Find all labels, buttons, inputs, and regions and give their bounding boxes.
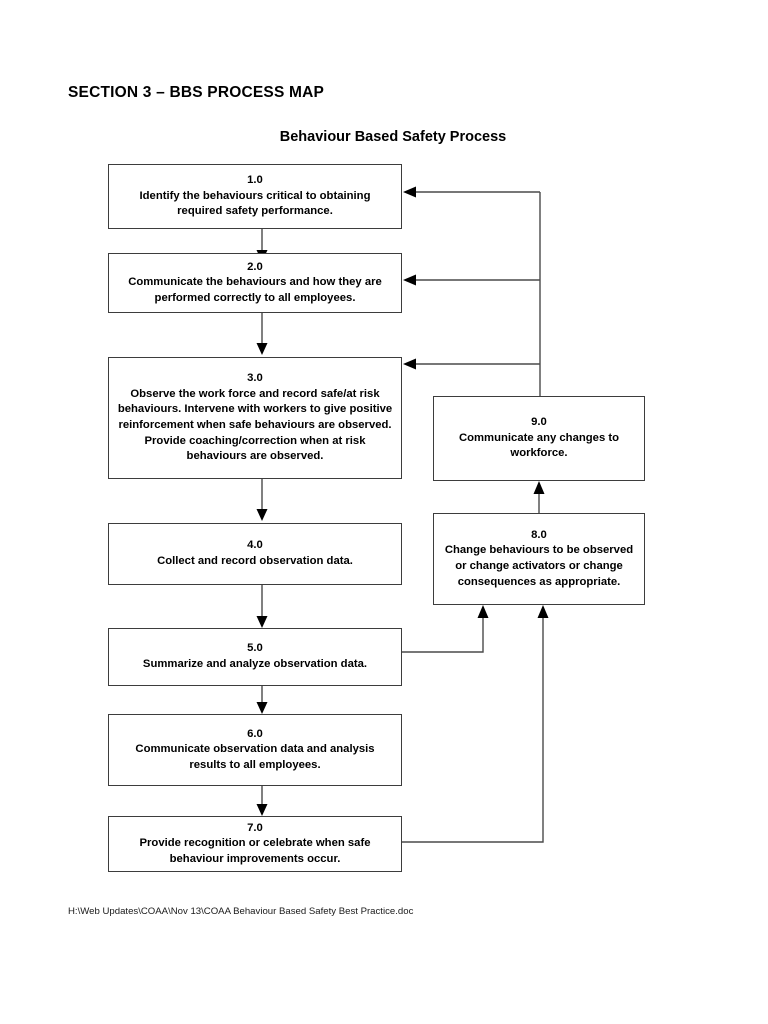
process-box-3-number: 3.0 [247,372,263,385]
process-box-6-text: Communicate observation data and analysi… [135,743,375,771]
process-box-4-number: 4.0 [247,539,263,552]
edge-5-to-6 [256,686,268,714]
edge-7-to-8 [402,605,549,843]
footer-file-path: H:\Web Updates\COAA\Nov 13\COAA Behaviou… [68,906,414,917]
edge-9-to-2 [403,274,540,286]
process-box-3[interactable]: 3.0 Observe the work force and record sa… [108,357,402,479]
process-box-5-text: Summarize and analyze observation data. [142,658,368,670]
process-box-7-number: 7.0 [247,821,263,834]
page-title: SECTION 3 – BBS PROCESS MAP [68,84,325,101]
process-box-5-number: 5.0 [247,642,263,655]
edge-2-to-3 [256,313,268,355]
edge-8-to-9 [533,481,545,513]
diagram-title: Behaviour Based Safety Process [279,129,507,145]
process-box-9[interactable]: 9.0 Communicate any changes to workforce… [433,396,645,481]
process-box-8-text: Change behaviours to be observed or chan… [444,544,634,588]
edge-6-to-7 [256,786,268,816]
process-box-6-number: 6.0 [247,727,263,740]
edge-3-to-4 [256,479,268,521]
process-box-8-number: 8.0 [531,528,547,541]
process-box-8[interactable]: 8.0 Change behaviours to be observed or … [433,513,645,605]
process-box-2[interactable]: 2.0 Communicate the behaviours and how t… [108,253,402,313]
process-box-6[interactable]: 6.0 Communicate observation data and ana… [108,714,402,786]
process-box-5[interactable]: 5.0 Summarize and analyze observation da… [108,628,402,686]
process-box-2-text: Communicate the behaviours and how they … [128,276,382,304]
process-box-9-text: Communicate any changes to workforce. [458,431,620,460]
process-box-1-number: 1.0 [247,174,263,187]
process-box-2-number: 2.0 [247,260,263,273]
edge-4-to-5 [256,585,268,628]
process-box-1-text: Identify the behaviours critical to obta… [139,189,371,218]
process-box-9-number: 9.0 [531,416,547,429]
process-box-4-text: Collect and record observation data. [157,555,353,567]
process-box-7-text: Provide recognition or celebrate when sa… [139,837,371,865]
process-box-4[interactable]: 4.0 Collect and record observation data. [108,523,402,585]
edge-9-to-1 [403,186,540,198]
edge-9-to-3 [403,358,540,370]
process-box-1[interactable]: 1.0 Identify the behaviours critical to … [108,164,402,229]
process-box-3-text: Observe the work force and record safe/a… [117,387,393,463]
edge-5-to-8 [402,605,489,653]
process-box-7[interactable]: 7.0 Provide recognition or celebrate whe… [108,816,402,872]
